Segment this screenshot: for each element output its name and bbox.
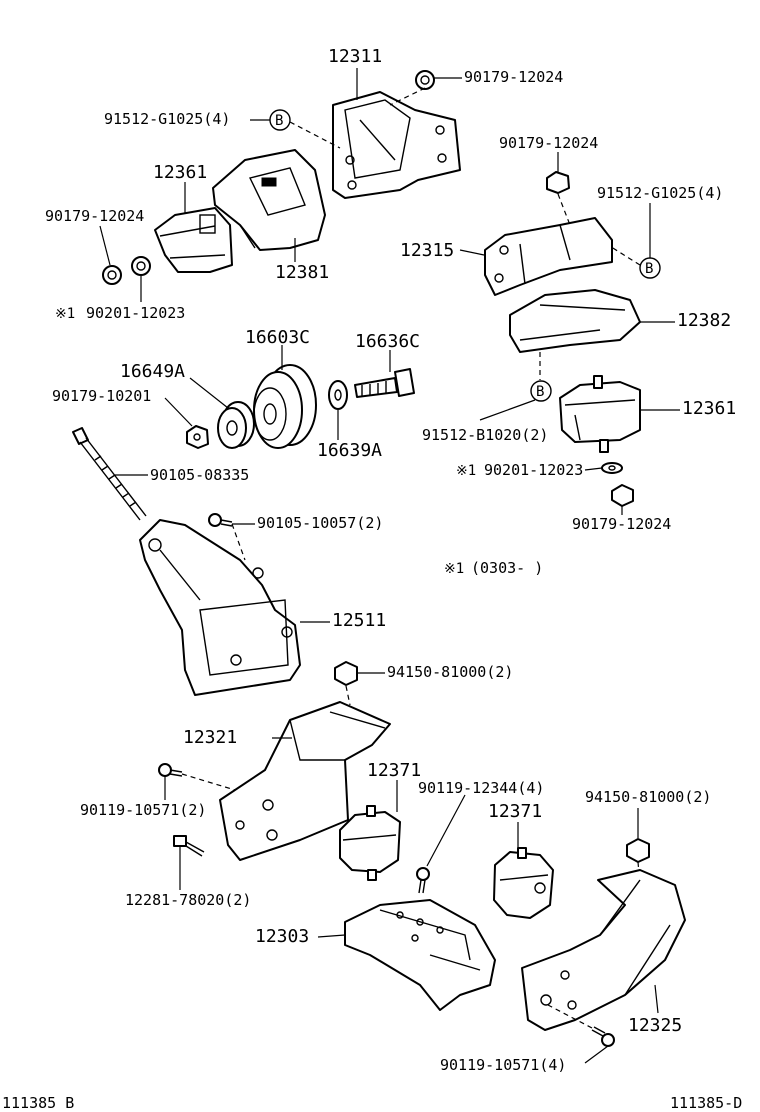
label-91512-right: 91512-G1025(4) (597, 184, 723, 202)
svg-text:B: B (645, 261, 653, 277)
marker-b-middle-text: B (536, 384, 544, 400)
marker-b-top: B (269, 109, 291, 131)
nut-94150-right (626, 838, 650, 863)
label-12321: 12321 (183, 727, 237, 748)
label-12381: 12381 (275, 262, 329, 283)
label-90119-10571-left: 90119-10571(2) (80, 801, 206, 819)
asterisk-left: ※1 (55, 306, 75, 322)
label-16603c: 16603C (245, 327, 310, 348)
label-90179-left: 90179-12024 (45, 207, 144, 225)
part-12315-bracket (484, 217, 613, 296)
label-16636c: 16636C (355, 331, 420, 352)
marker-b-middle (530, 380, 552, 402)
reference-code-right: 111385-D (670, 1094, 742, 1112)
label-12281: 12281-78020(2) (125, 891, 251, 909)
part-16639a-washer (328, 380, 348, 410)
reference-code-left: 111385 B (2, 1094, 74, 1112)
label-90119-10571-bottom: 90119-10571(4) (440, 1056, 566, 1074)
bolt-90119-12344 (416, 867, 430, 894)
label-12315: 12315 (400, 240, 454, 261)
part-16649a-spacer (217, 401, 255, 449)
label-90179-10201: 90179-10201 (52, 387, 151, 405)
label-12325: 12325 (628, 1015, 682, 1036)
label-94150-center: 94150-81000(2) (387, 663, 513, 681)
label-16639a: 16639A (317, 440, 382, 461)
part-12311-bracket (332, 91, 461, 199)
nut-90179-10201 (186, 425, 209, 449)
label-12371-left: 12371 (367, 760, 421, 781)
label-12371-right: 12371 (488, 801, 542, 822)
bolt-90105-10057 (208, 513, 233, 527)
label-12303: 12303 (255, 926, 309, 947)
label-12311: 12311 (328, 46, 382, 67)
label-90119-12344: 90119-12344(4) (418, 779, 544, 797)
part-12371-left-mount (339, 805, 401, 881)
label-90105-10057: 90105-10057(2) (257, 514, 383, 532)
label-12382: 12382 (677, 310, 731, 331)
marker-b-right: B (639, 257, 661, 279)
bolt-90105-08335 (72, 427, 147, 521)
part-12361-right-mount (559, 375, 641, 453)
part-16603c-pulley (253, 364, 317, 449)
label-90201-left: 90201-12023 (86, 304, 185, 322)
label-90179-top: 90179-12024 (464, 68, 563, 86)
part-12303-crossmember (344, 899, 496, 1011)
bolt-90119-10571-bottom (591, 1026, 615, 1047)
label-91512-b: 91512-B1020(2) (422, 426, 548, 444)
part-12381-cover (212, 149, 326, 251)
part-12325-bracket (521, 869, 686, 1031)
part-12371-right-mount (493, 847, 554, 919)
washer-90201-right (601, 462, 623, 474)
label-16649a: 16649A (120, 361, 185, 382)
part-12382-cover (509, 289, 641, 353)
washer-90201-left (131, 256, 151, 276)
svg-text:B: B (275, 113, 283, 129)
part-12511-bracket (139, 519, 301, 696)
label-90201-right: 90201-12023 (484, 461, 583, 479)
nut-90179-top (415, 70, 435, 90)
part-12321-bracket (219, 701, 391, 861)
label-91512-left: 91512-G1025(4) (104, 110, 230, 128)
part-12361-left-mount (154, 207, 233, 273)
asterisk-right: ※1 (456, 463, 476, 479)
label-90105-08335: 90105-08335 (150, 466, 249, 484)
label-12511: 12511 (332, 610, 386, 631)
label-12361-left: 12361 (153, 162, 207, 183)
note-range: (0303- ) (471, 559, 543, 577)
bolt-90119-10571-left (158, 763, 183, 777)
label-12361-right: 12361 (682, 398, 736, 419)
label-90179-right-bottom: 90179-12024 (572, 515, 671, 533)
nut-90179-left (102, 265, 122, 285)
label-94150-right: 94150-81000(2) (585, 788, 711, 806)
nut-94150-center (334, 661, 358, 686)
bolt-12281-78020 (173, 835, 205, 857)
nut-90179-right-bottom (611, 484, 634, 507)
nut-90179-right-top (546, 171, 570, 194)
asterisk-note: ※1 (444, 561, 464, 577)
part-16636c-bolt (354, 368, 415, 398)
label-90179-right-top: 90179-12024 (499, 134, 598, 152)
